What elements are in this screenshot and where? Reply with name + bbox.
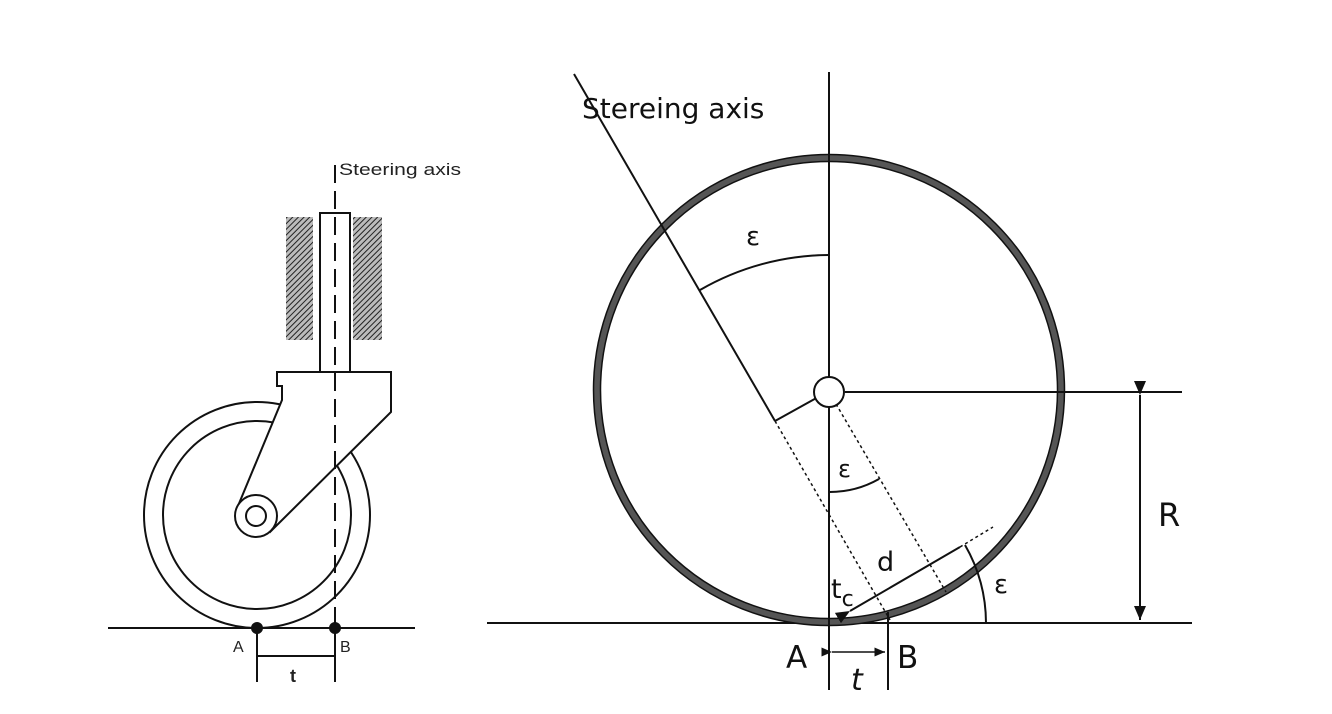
distance-d-line [834, 546, 961, 624]
hub-perpendicular [774, 395, 821, 422]
point-a-dot [251, 622, 263, 634]
angle-arc-top [699, 254, 830, 291]
left-point-a-label: A [233, 639, 244, 656]
steering-stem [319, 212, 351, 373]
left-caster-diagram [108, 165, 415, 682]
steering-axis-dotted [774, 420, 891, 621]
hub-inner [245, 505, 267, 527]
point-b-dot [329, 622, 341, 634]
distance-d-dotted [959, 526, 994, 548]
angle-arc-middle [828, 478, 880, 494]
angle-top-label: ε [746, 222, 760, 252]
caster-trail-label: tc [831, 574, 854, 612]
right-point-a-label: A [786, 640, 807, 676]
caster-trail-subscript: c [842, 587, 854, 612]
caster-trail-t: t [831, 574, 842, 605]
radius-label: R [1158, 496, 1180, 534]
hatched-bearing-left [286, 217, 313, 340]
wheel-inner [162, 420, 352, 610]
distance-d-label: d [877, 547, 894, 578]
angle-ground-label: ε [994, 570, 1008, 600]
left-point-b-label: B [340, 639, 351, 656]
right-trail-label: t [851, 663, 864, 698]
right-geometry-diagram [487, 72, 1192, 690]
hub-parallel-dotted [835, 403, 947, 593]
left-trail-label: t [290, 666, 296, 686]
left-steering-axis-label: Steering axis [339, 160, 461, 179]
steering-axis-solid [573, 73, 776, 422]
hub-circle [813, 376, 845, 408]
hatched-bearing-right [353, 217, 382, 340]
angle-middle-label: ε [838, 455, 851, 483]
right-point-b-label: B [897, 640, 918, 676]
right-steering-axis-label: Stereing axis [582, 92, 764, 125]
angle-arc-ground [964, 544, 987, 624]
hub-outer [234, 494, 278, 538]
